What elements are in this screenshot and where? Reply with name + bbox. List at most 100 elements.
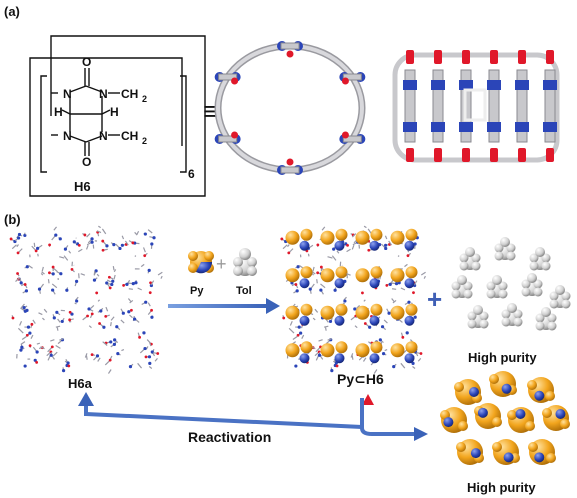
lattice-cell: [120, 229, 156, 258]
lattice-cell: [383, 298, 418, 339]
released-toluene-cluster: [451, 237, 571, 331]
toluene-molecule: [494, 237, 516, 261]
pyridine-molecule: [489, 371, 517, 397]
side-unit: [543, 50, 557, 162]
toluene-molecule: [529, 247, 551, 271]
atom-o-bottom: O: [82, 155, 91, 169]
atom-n-top-left: N: [63, 87, 72, 101]
lattice-cell: [9, 232, 43, 258]
atom-ch2-bottom: CH: [121, 129, 138, 143]
pyridine-molecule: [527, 377, 555, 403]
lattice-cell: [80, 266, 117, 295]
lattice-cell: [316, 226, 355, 261]
side-unit: [403, 50, 417, 162]
uptake-arrow: [168, 298, 280, 314]
released-pyridine-cluster: [440, 371, 570, 465]
glycoluril-unit: [214, 131, 241, 144]
lattice-cell: [316, 261, 348, 295]
pyridine-molecule: [440, 407, 468, 433]
reactivation-arrow: [78, 392, 428, 441]
toluene-molecule: [486, 275, 508, 299]
tol-label: Tol: [236, 285, 252, 297]
lattice-cell: [280, 228, 314, 258]
heat-triangle: [362, 394, 374, 405]
lattice-cell: [350, 338, 387, 374]
side-unit: [487, 50, 501, 162]
lattice-cell: [11, 303, 48, 337]
side-unit: [431, 50, 445, 162]
atom-n-bottom-right: N: [99, 129, 108, 143]
plus-blue: +: [427, 284, 442, 314]
reactivation-label: Reactivation: [188, 429, 271, 445]
side-unit: [515, 50, 529, 162]
macrocycle-top-view: [214, 41, 366, 175]
py-label: Py: [190, 285, 204, 297]
lattice-cell: [15, 264, 45, 294]
pyridine-molecule: [542, 405, 570, 431]
panel-a-label: (a): [4, 4, 20, 19]
lattice-cell: [52, 296, 89, 331]
compound-label-h6: H6: [74, 179, 91, 194]
lattice-cell: [385, 263, 426, 295]
lattice-cell: [384, 339, 423, 369]
pyridine-molecule: [507, 407, 535, 433]
lattice-cell: [384, 228, 419, 258]
toluene-molecule: [501, 303, 523, 327]
atom-n-top-right: N: [99, 87, 108, 101]
atom-o-top: O: [82, 55, 91, 69]
equivalence-sign: ≡: [203, 96, 218, 126]
py-h6-label: Py⊂H6: [337, 371, 384, 387]
atom-h-left: H: [54, 105, 63, 119]
glycoluril-unit: [339, 131, 366, 144]
h6a-label: H6a: [68, 376, 93, 391]
toluene-molecule: [521, 273, 543, 297]
pyridine-molecule: [492, 439, 520, 465]
lattice-cell: [85, 225, 122, 252]
lattice-cell: [314, 338, 348, 373]
lattice-cell: [46, 338, 71, 373]
lattice-cell: [87, 299, 125, 331]
glycoluril-unit: [214, 72, 241, 85]
toluene-molecule: [451, 275, 473, 299]
toluene-molecule: [549, 285, 571, 309]
lattice-cell: [48, 226, 87, 261]
toluene-molecule: [467, 305, 489, 329]
lattice-cell: [320, 296, 358, 331]
lattice-cell: [120, 298, 154, 339]
pyridine-molecule: [474, 403, 502, 429]
atom-ch2-top-sub: 2: [142, 94, 147, 104]
structural-formula: [29, 35, 206, 197]
glycoluril-unit: [339, 72, 366, 85]
atom-h-right: H: [110, 105, 119, 119]
toluene-molecule: [535, 307, 557, 331]
formula-atoms: O N N CH 2 H H N N CH 2 O 6: [54, 55, 195, 181]
lattice-cell: [285, 334, 316, 368]
panel-b-label: (b): [4, 212, 21, 227]
lattice-cell: [16, 334, 45, 368]
plus-gray: +: [216, 254, 227, 274]
pyridine-molecule: [454, 379, 482, 405]
lattice-cell: [351, 225, 388, 252]
lattice-cell: [121, 339, 160, 369]
lattice-cell: [84, 338, 121, 374]
pyridine-molecule: [528, 439, 556, 465]
atom-n-bottom-left: N: [63, 129, 72, 143]
high-purity-top-label: High purity: [468, 350, 537, 365]
lattice-cell: [346, 266, 383, 295]
pyridine-molecule-icon: [188, 251, 214, 274]
atom-ch2-top: CH: [121, 87, 138, 101]
atom-ch2-bottom-sub: 2: [142, 136, 147, 146]
pyridine-molecule: [456, 439, 484, 465]
py-h6-crystal-lattice: [280, 225, 426, 374]
h6a-crystal-lattice: [9, 225, 163, 374]
glycoluril-unit: [277, 158, 303, 175]
glycoluril-unit: [277, 41, 303, 58]
toluene-molecule-icon: [233, 248, 257, 276]
lattice-cell: [47, 261, 80, 295]
repeat-count: 6: [188, 167, 195, 181]
high-purity-bottom-label: High purity: [467, 480, 536, 495]
macrocycle-side-view: [392, 50, 560, 163]
lattice-cell: [353, 299, 391, 331]
lattice-cell: [285, 264, 316, 294]
